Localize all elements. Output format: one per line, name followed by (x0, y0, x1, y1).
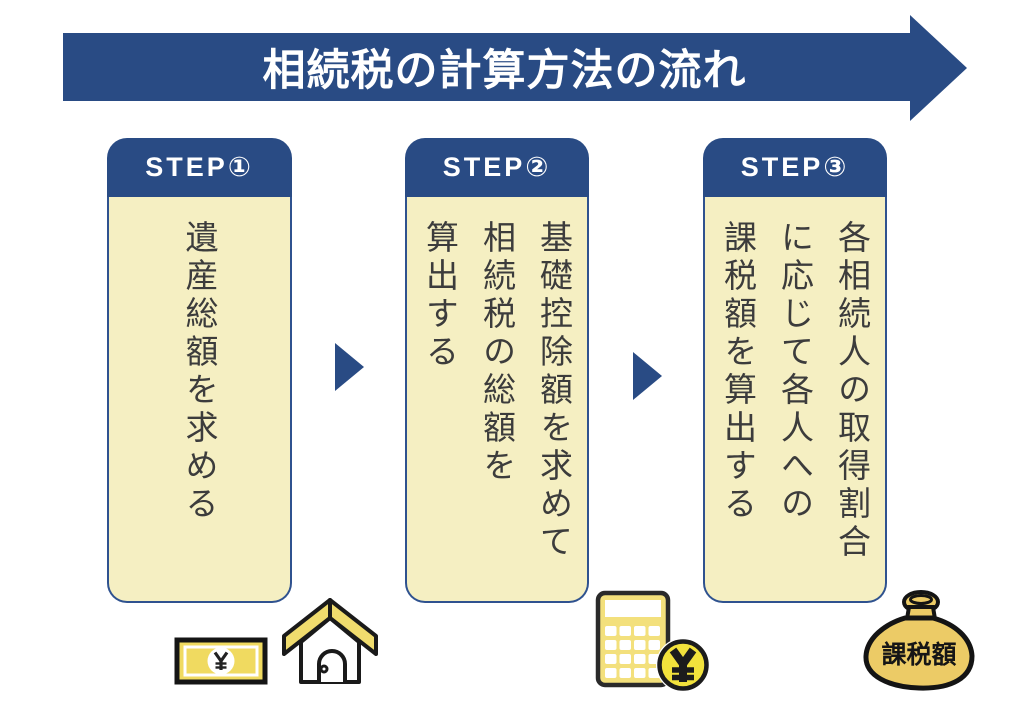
house-icon (282, 598, 378, 684)
step-1-header: STEP① (107, 138, 292, 197)
arrow-right-icon (633, 352, 662, 400)
step-2-header: STEP② (405, 138, 589, 197)
step-2-text: 基礎控除額を求めて 相続税の総額を 算出する (412, 197, 583, 601)
step-3-header: STEP③ (703, 138, 887, 197)
step-card-2: STEP② 基礎控除額を求めて 相続税の総額を 算出する (405, 138, 589, 603)
step-3-text: 各相続人の取得割合 に応じて各人への 課税額を算出する (710, 197, 881, 601)
money-bag-icon: 課税額 (863, 590, 975, 691)
step-2-body: 基礎控除額を求めて 相続税の総額を 算出する (405, 197, 589, 603)
calculator-icon (595, 590, 710, 692)
step-2-text-col-1: 基礎控除額を求めて (535, 220, 573, 562)
yen-coin-icon (656, 638, 710, 692)
step-1-text-col-1: 遺産総額を求める (181, 220, 218, 524)
step-card-1: STEP① 遺産総額を求める (107, 138, 292, 603)
step-3-text-col-1: 各相続人の取得割合 (833, 220, 871, 562)
yen-symbol (213, 651, 229, 670)
arrow-right-icon (335, 343, 364, 391)
money-bag-label: 課税額 (881, 640, 956, 669)
step-3-text-col-2: に応じて各人への (776, 220, 814, 524)
title-banner: 相続税の計算方法の流れ (63, 33, 910, 101)
step-1-body: 遺産総額を求める (107, 197, 292, 603)
yen-banknote-icon (174, 637, 268, 685)
page-title: 相続税の計算方法の流れ (262, 47, 747, 95)
banner-arrowhead-icon (910, 15, 967, 121)
step-3-body: 各相続人の取得割合 に応じて各人への 課税額を算出する (703, 197, 887, 603)
step-1-label: STEP① (145, 152, 254, 182)
step-3-text-col-3: 課税額を算出する (719, 220, 757, 524)
yen-symbol (669, 647, 697, 682)
step-2-text-col-3: 算出する (421, 220, 459, 372)
step-card-3: STEP③ 各相続人の取得割合 に応じて各人への 課税額を算出する (703, 138, 887, 603)
step-2-text-col-2: 相続税の総額を (478, 220, 516, 486)
step-1-text: 遺産総額を求める (171, 197, 228, 601)
step-3-label: STEP③ (740, 152, 850, 182)
step-2-label: STEP② (442, 152, 552, 182)
